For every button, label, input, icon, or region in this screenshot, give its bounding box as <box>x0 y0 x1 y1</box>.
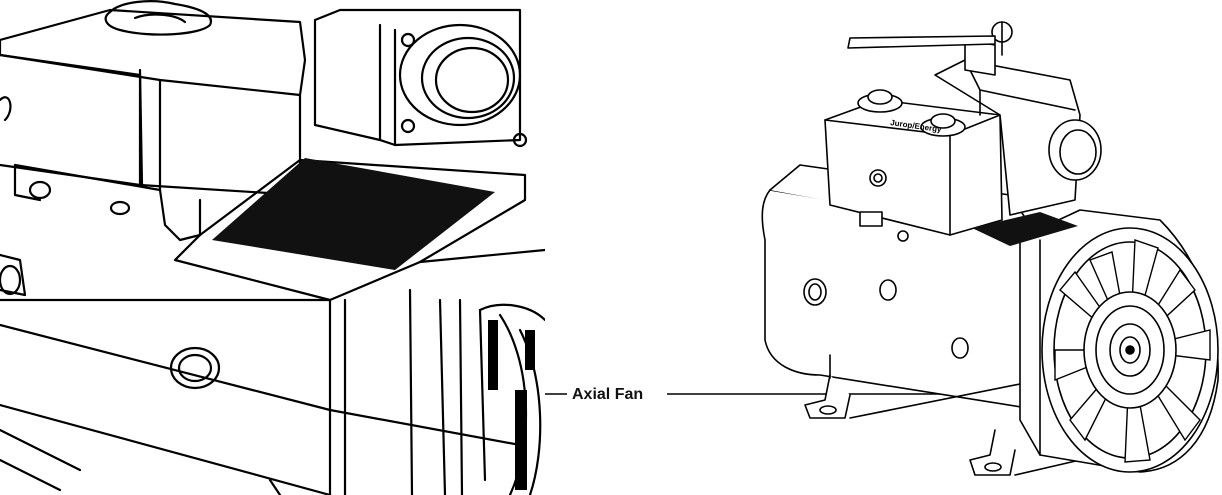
zoomed-detail-view <box>0 0 545 495</box>
tank-edges <box>138 68 302 197</box>
outlet-port-inner <box>1059 129 1097 175</box>
id-plate <box>859 211 883 227</box>
plate-bolt-icon <box>28 180 52 200</box>
front-right-foot <box>969 429 1016 476</box>
main-body <box>761 189 1041 411</box>
tank-top-face <box>0 8 307 97</box>
full-pump-view: Jurop/Energy <box>740 0 1222 495</box>
mounting-plate <box>13 163 202 242</box>
side-port-icon <box>169 346 221 390</box>
cooling-grille <box>212 158 495 270</box>
plate-bolt-icon <box>109 200 131 216</box>
zoomed-pump-drawing <box>0 0 545 495</box>
motor-body <box>0 298 332 495</box>
valve-housing <box>313 8 522 147</box>
fan-shroud-edges <box>343 288 464 495</box>
pump-assembly-drawing: Jurop/Energy <box>761 21 1219 476</box>
housing-top-surface <box>198 158 527 264</box>
valve-lever-handle[interactable] <box>847 35 996 49</box>
side-port-icon <box>879 279 897 301</box>
cooling-grille <box>972 212 1078 246</box>
side-port-icon <box>951 337 969 359</box>
front-left-foot <box>804 374 851 419</box>
valve-port-outer <box>398 23 522 127</box>
callout-label: Axial Fan <box>572 386 644 403</box>
fan-blade-shadow <box>488 320 498 390</box>
valve-port-inner <box>420 36 516 120</box>
tank-cap-icon <box>104 0 213 36</box>
